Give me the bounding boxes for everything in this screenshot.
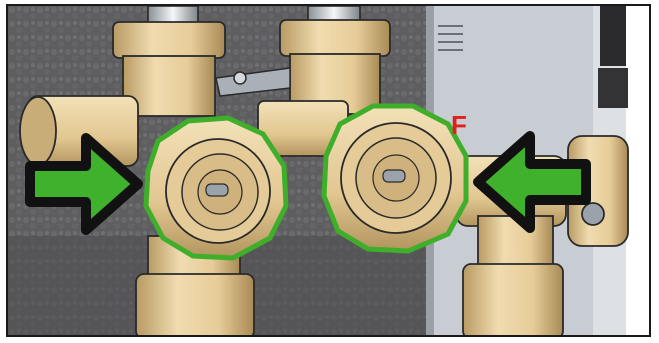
left-valve-cap: [146, 118, 286, 258]
illustration-frame: F: [6, 4, 651, 337]
left-valve-spindle: [206, 184, 228, 196]
right-valve-spindle: [383, 170, 405, 182]
valve-illustration: [8, 6, 651, 337]
callout-label: F: [451, 112, 467, 138]
right-valve-cap: [324, 106, 466, 251]
